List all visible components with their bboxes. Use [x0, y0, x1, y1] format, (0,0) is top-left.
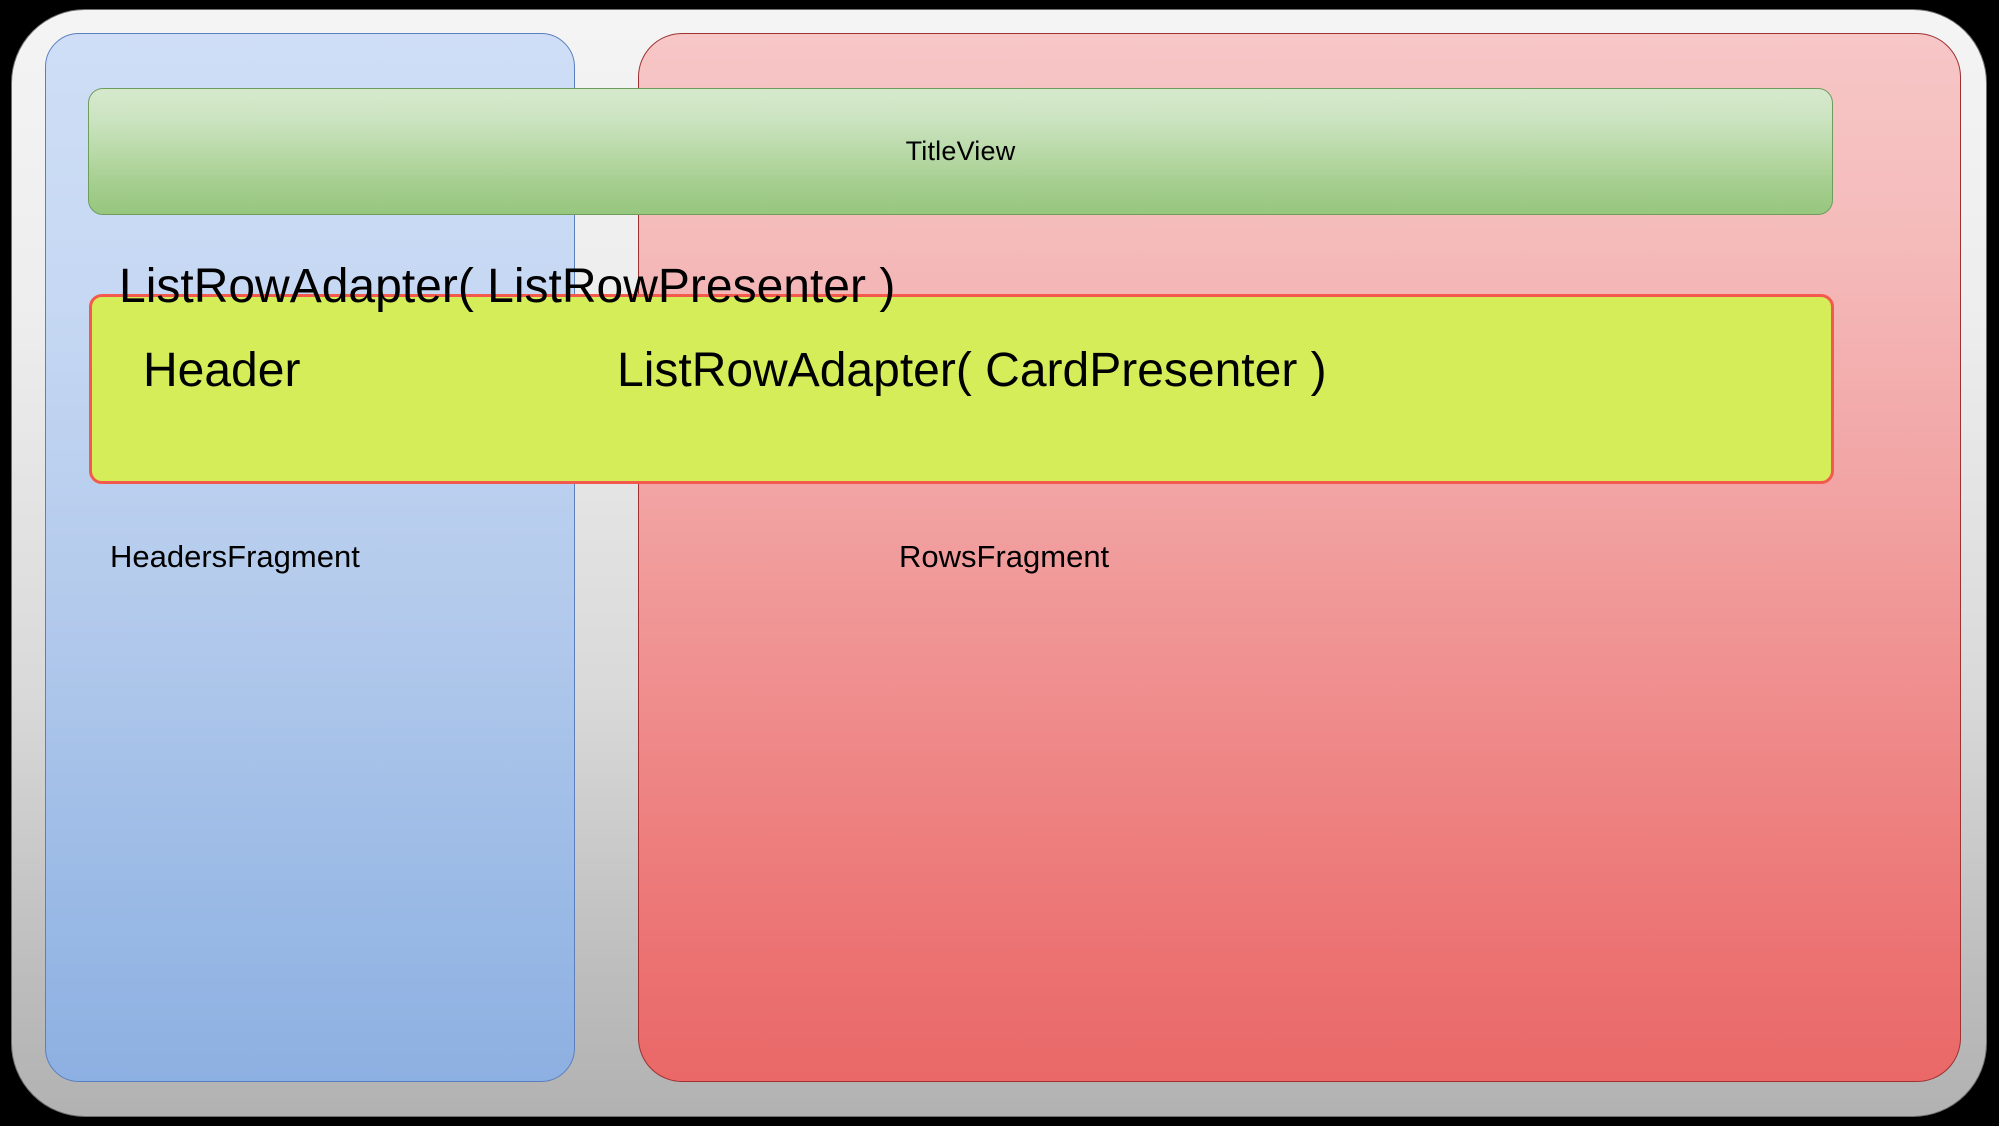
list-row-adapter-box	[89, 294, 1834, 484]
header-label: Header	[143, 344, 301, 397]
list-row-adapter-card-presenter-label: ListRowAdapter( CardPresenter )	[617, 344, 1327, 397]
list-row-adapter-presenter-label: ListRowAdapter( ListRowPresenter )	[119, 260, 896, 313]
title-view-label: TitleView	[905, 136, 1016, 166]
headers-fragment-label: HeadersFragment	[110, 539, 360, 574]
title-view-bar: TitleView	[88, 88, 1833, 215]
rows-fragment-label: RowsFragment	[899, 539, 1110, 574]
